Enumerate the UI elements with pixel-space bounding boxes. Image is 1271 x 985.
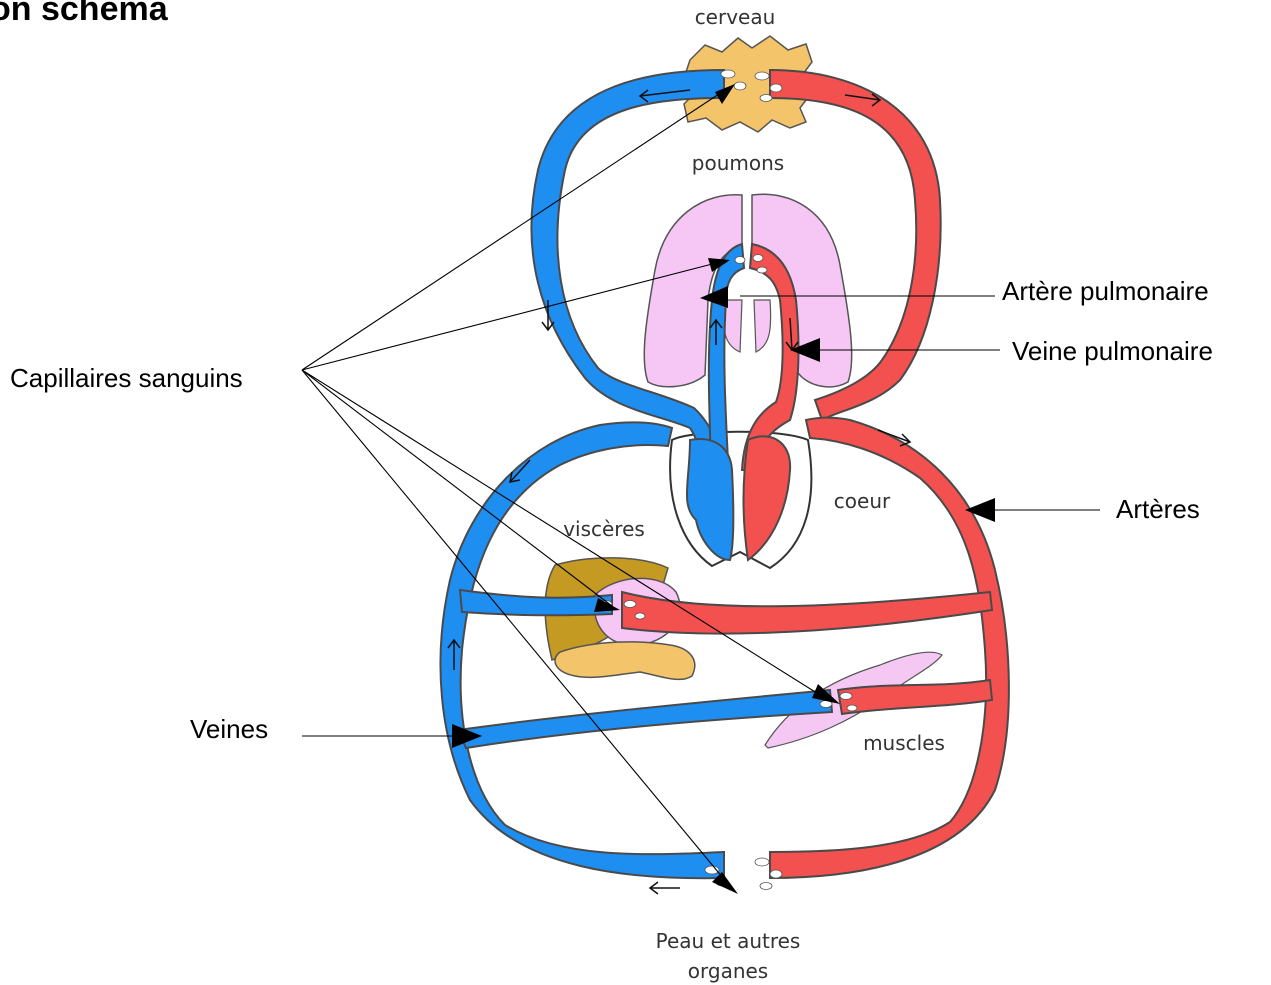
muscles-label: muscles xyxy=(863,731,945,755)
pulmonary-vein-callout: Veine pulmonaire xyxy=(1012,336,1213,366)
intestine-shape xyxy=(555,642,695,680)
lungs-label: poumons xyxy=(692,151,784,175)
heart-label: coeur xyxy=(834,489,891,513)
pulmonary-artery-callout: Artère pulmonaire xyxy=(1002,276,1209,306)
brain-label: cerveau xyxy=(695,5,776,29)
capillaries-callout: Capillaires sanguins xyxy=(10,363,243,393)
skin-label-line2: organes xyxy=(688,959,768,983)
viscera-label: viscères xyxy=(563,517,645,541)
right-lung xyxy=(752,194,852,387)
arteries-callout: Artères xyxy=(1116,494,1200,524)
lung-center-lobe xyxy=(723,300,770,352)
skin-label-line1: Peau et autres xyxy=(656,929,801,953)
veins-callout: Veines xyxy=(190,714,268,744)
page-title: on schéma xyxy=(0,0,169,28)
